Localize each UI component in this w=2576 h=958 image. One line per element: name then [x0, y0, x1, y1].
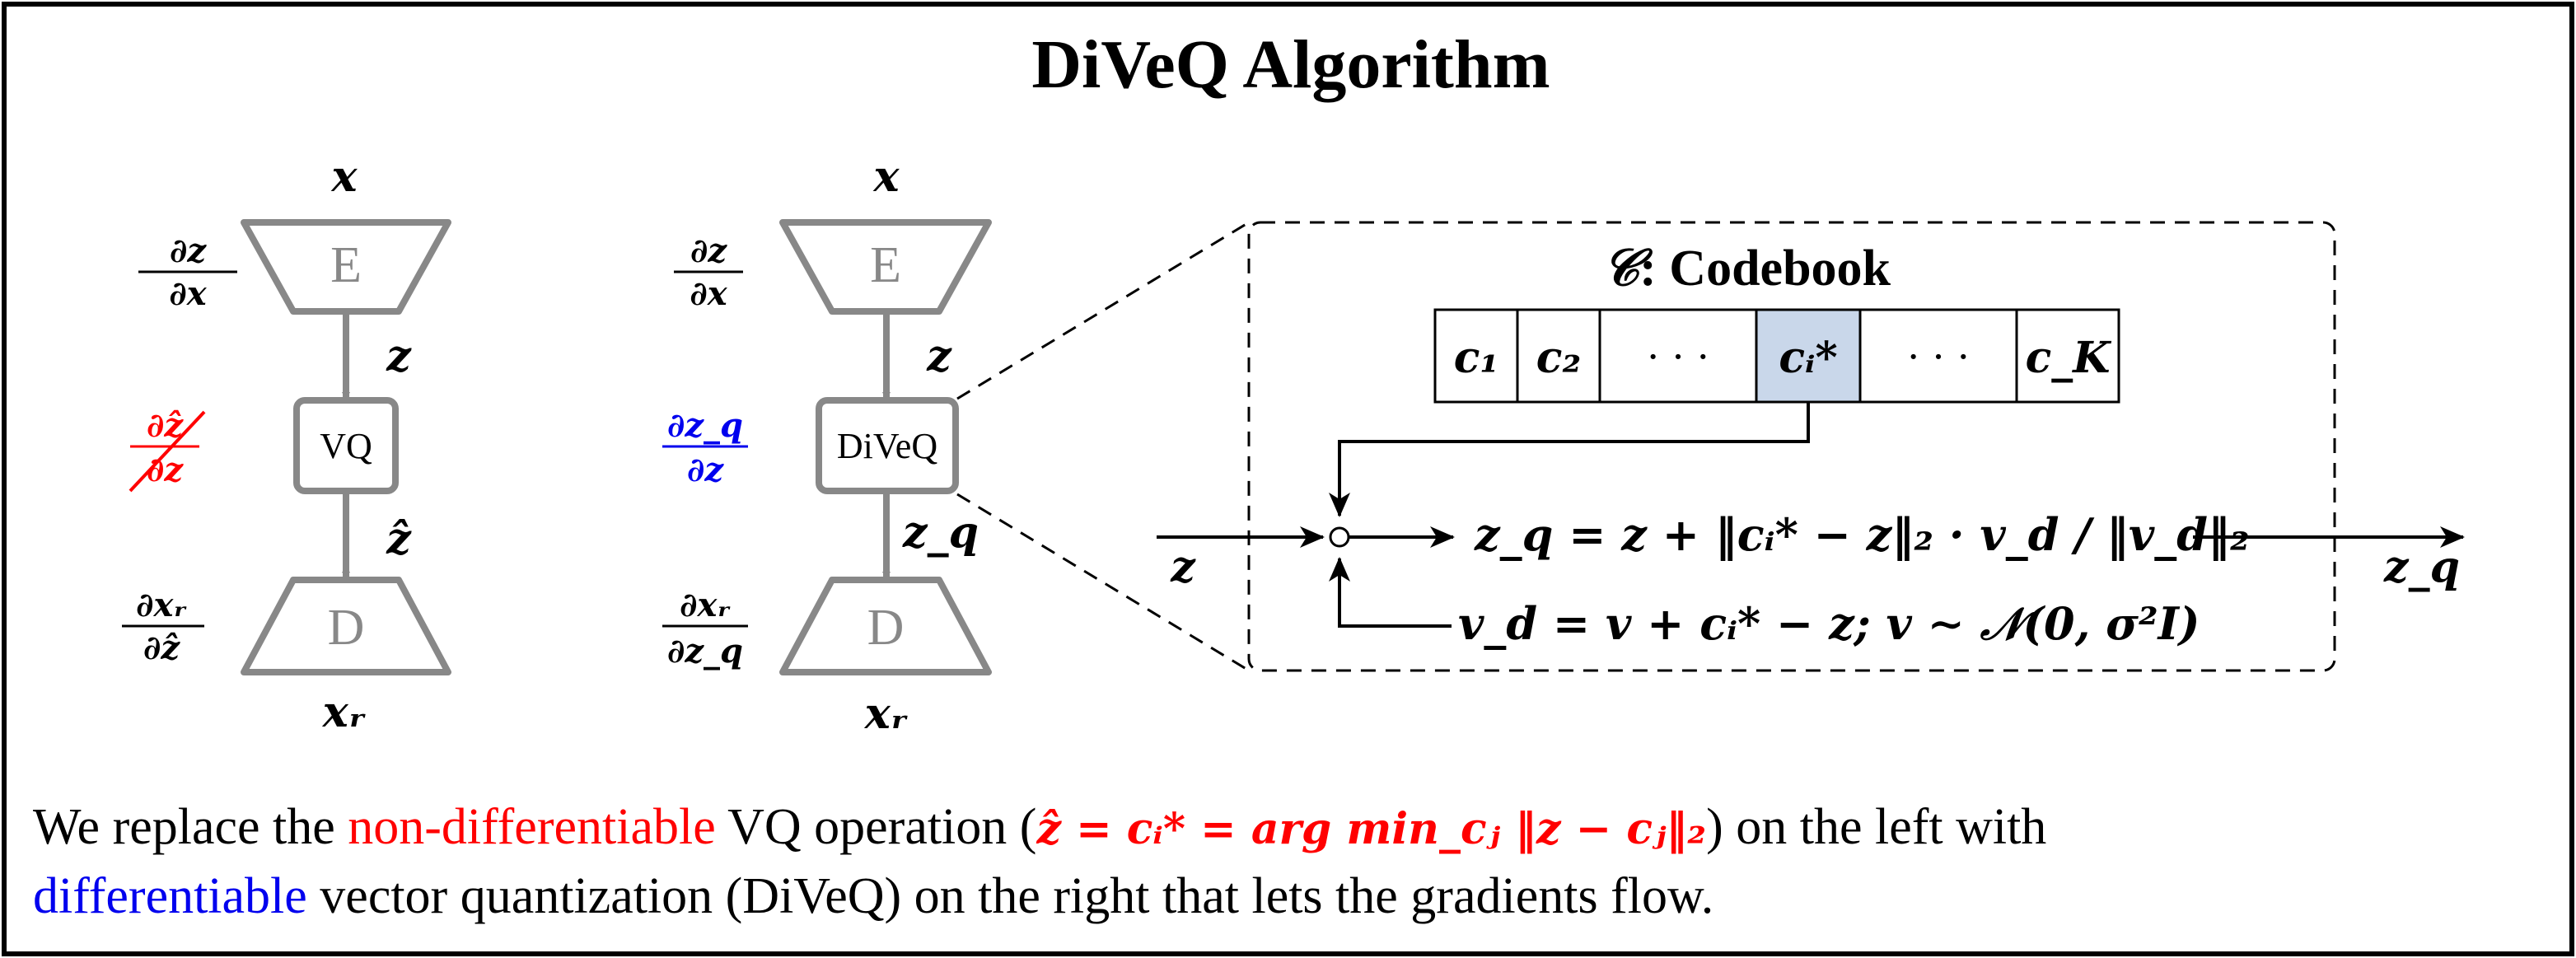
codebook-entry-c1: c₁	[1454, 333, 1498, 383]
codebook-ellipsis: · · ·	[1646, 334, 1710, 381]
mid-encoder-shape	[779, 219, 992, 315]
svg-text:∂z: ∂z	[170, 231, 207, 270]
detail-panel: 𝒞: Codebook c₁ c₂ · · · cᵢ* · · · c_K z …	[1157, 221, 2465, 672]
mid-dec-gradient: ∂xᵣ ∂z_q	[662, 586, 748, 671]
left-vq-label: VQ	[320, 426, 372, 466]
svg-text:∂z_q: ∂z_q	[667, 406, 743, 445]
zoom-line-bottom	[956, 493, 1250, 672]
codebook-entry-ci-star: cᵢ*	[1779, 333, 1837, 383]
mid-diveq-gradient: ∂z_q ∂z	[662, 406, 748, 489]
mid-output-xr: xᵣ	[864, 689, 909, 739]
svg-text:∂z: ∂z	[687, 451, 724, 489]
page-title: DiVeQ Algorithm	[1031, 26, 1550, 103]
codebook-entry-cK: c_K	[2026, 333, 2112, 383]
svg-text:∂z_q: ∂z_q	[667, 632, 743, 671]
left-decoder-shape	[241, 577, 451, 675]
mid-diveq-label: DiVeQ	[837, 426, 937, 466]
mid-decoder-label: D	[867, 600, 905, 656]
detail-dashed-box	[1247, 221, 2336, 672]
zoom-line-top	[956, 221, 1250, 400]
left-vq-box	[293, 397, 399, 494]
left-output-xr: xᵣ	[322, 687, 367, 737]
svg-text:∂x: ∂x	[690, 274, 727, 313]
left-pipeline: x E z VQ ẑ D xᵣ ∂z ∂x ∂ẑ ∂z ∂xᵣ ∂ẑ	[122, 152, 451, 737]
vd-feedback-arrow	[1329, 557, 1452, 628]
left-enc-gradient: ∂z ∂x	[138, 231, 237, 313]
mid-latent-z: z	[926, 331, 952, 381]
summation-node	[1329, 526, 1350, 548]
codebook-selection-arrow	[1329, 402, 1810, 517]
svg-text:∂xᵣ: ∂xᵣ	[136, 586, 187, 624]
codebook-title-text: : Codebook	[1639, 241, 1891, 297]
left-dec-gradient: ∂xᵣ ∂ẑ	[122, 586, 204, 667]
left-latent-z: z	[386, 331, 412, 381]
codebook-cell	[1433, 308, 1519, 404]
left-encoder-label: E	[330, 237, 362, 293]
svg-text:∂z: ∂z	[147, 451, 184, 489]
svg-text:∂xᵣ: ∂xᵣ	[680, 586, 731, 624]
codebook-cell	[2015, 308, 2120, 404]
left-quantized-zhat: ẑ	[386, 514, 412, 564]
codebook-cell-selected	[1755, 308, 1862, 404]
codebook-ellipsis: · · ·	[1906, 334, 1971, 381]
codebook-cell	[1598, 308, 1758, 404]
svg-text:∂ẑ: ∂ẑ	[143, 629, 180, 667]
detail-output-zq: z_q	[2383, 542, 2460, 592]
equation-vd: v_d = v + cᵢ* − z; v ∼ 𝒩(0, σ²I)	[1458, 597, 2200, 650]
mid-quantized-zq: z_q	[902, 507, 979, 558]
caption-formula: ẑ = cᵢ* = arg min_cⱼ ‖z − cⱼ‖₂	[1036, 804, 1706, 854]
left-input-x: x	[330, 152, 358, 202]
middle-pipeline: x E z DiVeQ z_q D xᵣ ∂z ∂x ∂z_q ∂z ∂xᵣ ∂…	[662, 152, 992, 739]
codebook-entry-c2: c₂	[1536, 333, 1581, 383]
caption-line-1: We replace the non-differentiable VQ ope…	[33, 799, 2046, 855]
mid-diveq-box	[816, 397, 959, 494]
detail-input-z: z	[1170, 542, 1196, 592]
caption-red-term: non-differentiable	[348, 799, 715, 855]
codebook-title: 𝒞: Codebook	[1602, 237, 1891, 297]
svg-text:∂z: ∂z	[690, 231, 727, 270]
mid-encoder-label: E	[870, 237, 901, 293]
codebook-row: c₁ c₂ · · · cᵢ* · · · c_K	[1433, 308, 2120, 404]
left-decoder-label: D	[328, 600, 365, 656]
caption-line-2: differentiable vector quantization (DiVe…	[33, 868, 1713, 924]
codebook-cell	[1516, 308, 1601, 404]
left-vq-gradient-blocked: ∂ẑ ∂z	[129, 406, 206, 493]
mid-enc-gradient: ∂z ∂x	[674, 231, 743, 313]
mid-input-x: x	[872, 152, 900, 202]
mid-decoder-shape	[779, 577, 992, 675]
left-encoder-shape	[241, 219, 451, 315]
svg-text:∂x: ∂x	[169, 274, 207, 313]
gradient-strike-line	[129, 410, 206, 493]
caption-blue-term: differentiable	[33, 868, 307, 924]
equation-zq: z_q = z + ‖cᵢ* − z‖₂ · v_d / ‖v_d‖₂	[1474, 508, 2250, 562]
